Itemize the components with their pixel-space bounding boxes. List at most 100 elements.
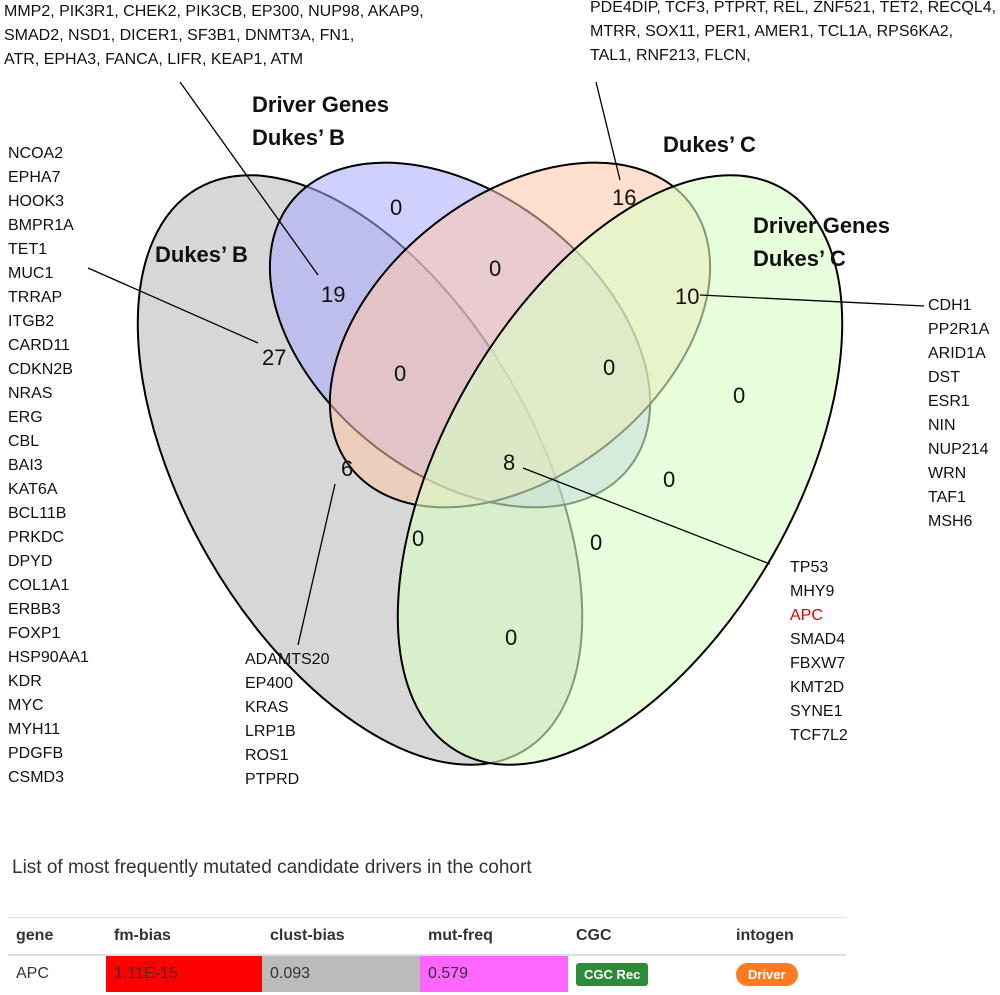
gene-item: FBXW7 [790,655,846,672]
count-c-only: 16 [612,185,636,210]
cgc-rec-badge[interactable]: CGC Rec [576,962,649,986]
driver-table: gene fm-bias clust-bias mut-freq CGC int… [8,917,846,992]
gene-line: TAL1, RNF213, FLCN, [590,47,751,64]
count-b-c: 6 [341,456,353,481]
gene-item: HOOK3 [8,193,65,210]
gene-item: CBL [8,433,40,450]
leader-lines [87,81,925,646]
gene-item: DPYD [8,553,53,570]
gene-item: WRN [928,465,967,482]
venn-region-counts: 27 19 0 0 16 10 0 0 0 8 6 0 0 0 0 [262,185,745,650]
gene-line: ATR, EPHA3, FANCA, LIFR, KEAP1, ATM [4,51,304,68]
gene-item: MYC [8,697,44,714]
label-dukes-b: Dukes’ B [155,242,248,267]
gene-item: PP2R1A [928,321,990,338]
gene-item: LRP1B [245,723,296,740]
gene-item: BCL11B [8,505,67,522]
header-gene: gene [8,917,106,956]
label-driver-c-line1: Driver Genes [753,213,890,238]
gene-item: MSH6 [928,513,973,530]
venn-diagram: Driver Genes Dukes’ B Dukes’ C Driver Ge… [87,81,925,766]
gene-item: ROS1 [245,747,289,764]
leader-driver-c-right [699,294,925,307]
gene-item: ERG [8,409,43,426]
header-intogen: intogen [728,917,846,956]
count-b-only: 27 [262,345,286,370]
gene-item: ADAMTS20 [245,651,330,668]
venn-ellipses [136,161,844,766]
gene-item: SMAD4 [790,631,846,648]
gene-item: ARID1A [928,345,986,362]
gene-item: TRRAP [8,289,63,306]
gene-item: CDKN2B [8,361,73,378]
count-c-driverc-b: 0 [590,530,602,555]
gene-item: CARD11 [8,337,70,354]
count-driverc-only: 0 [733,383,745,408]
count-b-driverc: 0 [505,625,517,650]
gene-item: ESR1 [928,393,970,410]
count-all-four: 8 [503,450,515,475]
gene-item: SYNE1 [790,703,843,720]
gene-item: ERBB3 [8,601,61,618]
gene-item: MUC1 [8,265,54,282]
gene-item: PRKDC [8,529,65,546]
gene-item: EP400 [245,675,294,692]
gene-line: SMAD2, NSD1, DICER1, SF3B1, DNMT3A, FN1, [4,27,355,44]
cell-clust-bias: 0.093 [262,955,420,992]
gene-item: NRAS [8,385,53,402]
count-driverb-only: 0 [390,195,402,220]
gene-item: TCF7L2 [790,727,848,744]
count-driverb-driverc: 0 [663,467,675,492]
gene-item: NIN [928,417,956,434]
label-driver-c-line2: Dukes’ C [753,246,846,271]
count-driverb-c: 0 [489,256,501,281]
gene-item: ITGB2 [8,313,55,330]
header-cgc: CGC [568,917,728,956]
cell-gene: APC [16,965,49,982]
leader-dukes-c-top [595,81,621,181]
leader-dukes-bc-middle [297,483,336,646]
dukes-c-top-genes: PDE4DIP, TCF3, PTPRT, REL, ZNF521, TET2,… [590,0,996,68]
leader-dukes-b-left [87,267,259,344]
leader-driver-b-top [179,81,319,276]
cell-fm-bias: 1.11E-15 [106,955,262,992]
gene-item: PDGFB [8,745,64,762]
label-dukes-c: Dukes’ C [663,132,756,157]
gene-item: KRAS [245,699,289,716]
gene-item: FOXP1 [8,625,61,642]
leader-all-four [522,467,771,565]
gene-item: APC [790,607,823,624]
gene-item: MYH11 [8,721,61,738]
gene-item: KDR [8,673,42,690]
gene-item: TP53 [790,559,829,576]
count-b-c-driverc: 0 [412,526,424,551]
intogen-driver-badge[interactable]: Driver [736,962,798,986]
header-mut-freq: mut-freq [420,917,568,956]
gene-item: PTPRD [245,771,300,788]
gene-item: KMT2D [790,679,845,696]
label-driver-b-line1: Driver Genes [252,92,389,117]
cell-mut-freq: 0.579 [420,955,568,992]
gene-item: KAT6A [8,481,58,498]
gene-item: TAF1 [928,489,966,506]
count-c-driverc: 10 [675,284,699,309]
gene-item: TET1 [8,241,48,258]
gene-line: MTRR, SOX11, PER1, AMER1, TCL1A, RPS6KA2… [590,23,954,40]
table-header-row: gene fm-bias clust-bias mut-freq CGC int… [8,917,846,956]
gene-item: MHY9 [790,583,835,600]
table-row: APC 1.11E-15 0.093 0.579 CGC Rec Driver [8,955,846,992]
count-driverb-c-driverc: 0 [603,355,615,380]
gene-item: EPHA7 [8,169,61,186]
ellipse-driver-c [396,174,844,766]
cell-cgc: CGC Rec [568,955,728,992]
gene-item: CDH1 [928,297,972,314]
cell-intogen: Driver [728,955,846,992]
gene-line: PDE4DIP, TCF3, PTPRT, REL, ZNF521, TET2,… [590,0,997,16]
label-driver-b-line2: Dukes’ B [252,125,345,150]
gene-item: BMPR1A [8,217,74,234]
gene-item: NUP214 [928,441,989,458]
